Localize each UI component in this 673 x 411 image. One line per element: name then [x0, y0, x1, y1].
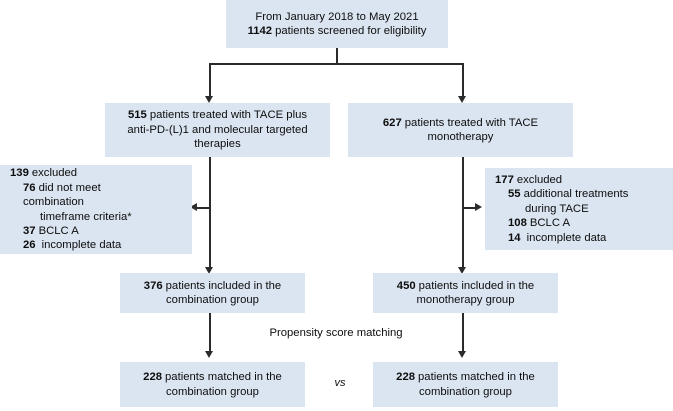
- combination-matched-count: 228: [143, 371, 163, 384]
- screening-line1: From January 2018 to May 2021: [255, 10, 419, 23]
- connector-combination-matching: [209, 313, 211, 353]
- arrowhead-monotherapy-included: [458, 267, 466, 274]
- arrowhead-split-left: [205, 96, 213, 103]
- arrowhead-combination-included: [205, 267, 213, 274]
- connector-split-bar: [209, 63, 463, 65]
- combination-excluded-reason-2: timeframe criteria*: [40, 210, 132, 223]
- connector-split-right: [462, 63, 464, 98]
- monotherapy-arm-line2: monotherapy: [427, 131, 494, 143]
- monotherapy-excluded-reason-1: during TACE: [525, 202, 589, 215]
- label-versus: vs: [334, 377, 346, 389]
- arrowhead-split-right: [458, 96, 466, 103]
- label-propensity-score-matching: Propensity score matching: [269, 327, 403, 339]
- monotherapy-matched-line2: combination group: [419, 385, 512, 398]
- connector-screening-stem: [336, 48, 338, 64]
- combination-excluded-reason-1: combination: [23, 196, 84, 209]
- combination-matched-line2: combination group: [166, 385, 259, 398]
- connector-combination-down: [209, 157, 211, 269]
- connector-monotherapy-matching: [462, 313, 464, 353]
- connector-split-left: [209, 63, 211, 98]
- combination-arm-line2: anti-PD-(L)1 and molecular targeted: [127, 123, 308, 136]
- connector-combination-excluded: [197, 207, 210, 209]
- arrowhead-combination-excluded: [190, 203, 197, 211]
- combination-arm-count: 515: [127, 109, 147, 122]
- connector-monotherapy-down: [462, 157, 464, 269]
- connector-monotherapy-excluded: [462, 207, 475, 209]
- monotherapy-matched-count: 228: [396, 371, 416, 384]
- monotherapy-arm-count: 627: [382, 116, 402, 129]
- monotherapy-included-line2: monotherapy group: [416, 294, 515, 306]
- monotherapy-included-count: 450: [396, 279, 416, 292]
- screening-count: 1142: [247, 25, 273, 37]
- arrowhead-monotherapy-matched: [458, 351, 466, 358]
- combination-included-line2: combination group: [166, 294, 259, 306]
- combination-included-count: 376: [143, 279, 163, 292]
- arrowhead-combination-matched: [205, 351, 213, 358]
- arrowhead-monotherapy-excluded: [475, 203, 482, 211]
- combination-arm-line3: therapies: [194, 138, 241, 151]
